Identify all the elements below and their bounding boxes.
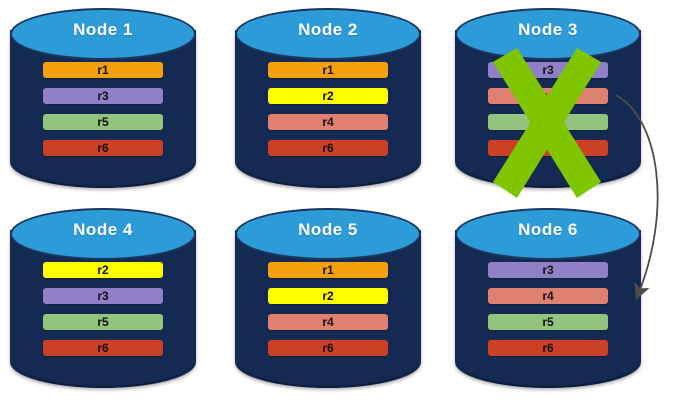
node-cylinder-6[interactable]: Node 6 r3 r4 r5 r6 <box>455 208 641 390</box>
record-bar[interactable]: r6 <box>268 140 388 156</box>
node-cylinder-1[interactable]: Node 1 r1 r3 r5 r6 <box>10 8 196 190</box>
cylinder-top-ellipse <box>235 208 421 260</box>
record-bar[interactable]: r4 <box>268 314 388 330</box>
record-bar[interactable]: r3 <box>43 88 163 104</box>
record-bar[interactable]: r4 <box>488 88 608 104</box>
record-bar[interactable]: r5 <box>43 114 163 130</box>
record-bar[interactable]: r5 <box>43 314 163 330</box>
record-list: r2 r3 r5 r6 <box>43 262 163 356</box>
node-title: Node 2 <box>298 20 358 39</box>
node-title: Node 5 <box>298 220 358 239</box>
record-bar[interactable]: r4 <box>488 288 608 304</box>
record-bar[interactable]: r4 <box>268 114 388 130</box>
record-bar[interactable]: r5 <box>488 314 608 330</box>
record-list: r3 r4 r5 r6 <box>488 62 608 156</box>
record-bar[interactable]: r3 <box>488 62 608 78</box>
record-list: r3 r4 r5 r6 <box>488 262 608 356</box>
node-cylinder-3[interactable]: Node 3 r3 r4 r5 r6 <box>455 8 641 198</box>
record-bar[interactable]: r6 <box>488 340 608 356</box>
record-list: r1 r3 r5 r6 <box>43 62 163 156</box>
record-bar[interactable]: r2 <box>268 88 388 104</box>
cylinder-top-ellipse <box>235 8 421 60</box>
record-bar[interactable]: r5 <box>488 114 608 130</box>
record-bar[interactable]: r6 <box>43 340 163 356</box>
record-bar[interactable]: r2 <box>43 262 163 278</box>
cylinder-top-ellipse <box>10 208 196 260</box>
node-title: Node 4 <box>73 220 133 239</box>
record-bar[interactable]: r1 <box>268 62 388 78</box>
record-list: r1 r2 r4 r6 <box>268 262 388 356</box>
record-bar[interactable]: r6 <box>488 140 608 156</box>
node-cylinder-4[interactable]: Node 4 r2 r3 r5 r6 <box>10 208 196 390</box>
record-bar[interactable]: r1 <box>268 262 388 278</box>
cylinder-top-ellipse <box>10 8 196 60</box>
node-cylinder-2[interactable]: Node 2 r1 r2 r4 r6 <box>235 8 421 190</box>
record-bar[interactable]: r3 <box>43 288 163 304</box>
cylinder-top-ellipse <box>455 208 641 260</box>
node-title: Node 6 <box>518 220 578 239</box>
record-list: r1 r2 r4 r6 <box>268 62 388 156</box>
record-bar[interactable]: r6 <box>268 340 388 356</box>
record-bar[interactable]: r2 <box>268 288 388 304</box>
node-title: Node 3 <box>518 20 578 39</box>
node-cylinder-5[interactable]: Node 5 r1 r2 r4 r6 <box>235 208 421 390</box>
record-bar[interactable]: r3 <box>488 262 608 278</box>
record-bar[interactable]: r1 <box>43 62 163 78</box>
node-title: Node 1 <box>73 20 133 39</box>
record-bar[interactable]: r6 <box>43 140 163 156</box>
